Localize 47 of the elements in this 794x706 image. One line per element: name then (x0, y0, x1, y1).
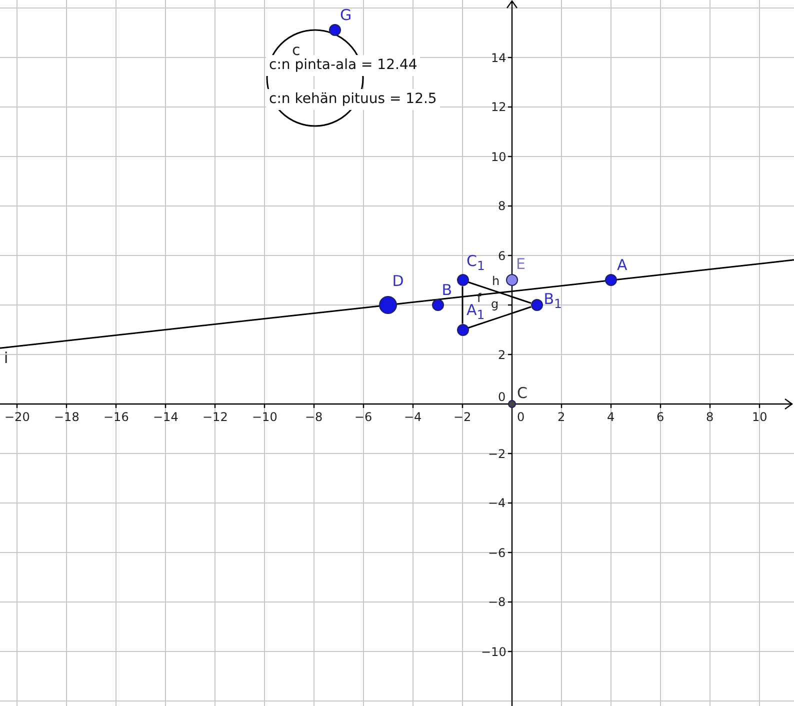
triangle-side (462, 286, 464, 324)
point-label: B (442, 283, 452, 298)
tick-label: 6 (498, 250, 506, 262)
tick-label: −10 (481, 646, 506, 658)
tick-label: 4 (607, 411, 615, 423)
point-label: G (340, 8, 352, 24)
point-label: A (617, 258, 628, 274)
tick-label: 6 (656, 411, 664, 423)
point-label: C (517, 386, 528, 401)
tick-label: −2 (488, 448, 506, 460)
tick-label: 10 (491, 150, 506, 162)
tick-label: 0 (517, 411, 525, 423)
value-text: c:n kehän pituus = 12.5 (266, 89, 440, 110)
point-label: D (392, 274, 404, 289)
tick-label: −6 (354, 411, 372, 423)
object-label: h (492, 275, 500, 287)
tick-label: −18 (54, 411, 80, 423)
tick-label: −6 (488, 546, 506, 558)
tick-label: −8 (488, 596, 506, 608)
object-label: g (491, 298, 499, 310)
tick-label: −8 (305, 411, 323, 423)
triangle-side (468, 281, 532, 304)
object-label: i (4, 351, 8, 366)
tick-label: 8 (706, 411, 714, 423)
value-text: c:n pinta-ala = 12.44 (266, 55, 420, 76)
object-label: c (292, 43, 300, 58)
tick-label: 10 (752, 411, 768, 423)
point-label: A$_{1}$ (466, 302, 485, 322)
tick-label: 0 (498, 391, 506, 403)
triangle-side (468, 306, 532, 329)
point-label: E (516, 257, 526, 272)
tick-label: −4 (488, 497, 506, 509)
object-label: f (477, 292, 482, 304)
tick-label: −20 (4, 411, 30, 423)
tick-label: 2 (498, 348, 506, 360)
tick-label: −16 (104, 411, 129, 423)
point-label: B$_{1}$ (544, 292, 562, 310)
tick-label: −10 (252, 411, 278, 423)
tick-label: 8 (498, 200, 506, 212)
tick-label: −4 (404, 411, 422, 423)
tick-label: 14 (491, 52, 506, 64)
tick-label: −12 (202, 411, 228, 423)
tick-label: 2 (558, 411, 566, 423)
tick-label: −2 (454, 411, 472, 423)
tick-label: 12 (491, 101, 506, 113)
tick-label: −14 (153, 411, 178, 423)
point-label: C$_{1}$ (466, 254, 485, 273)
